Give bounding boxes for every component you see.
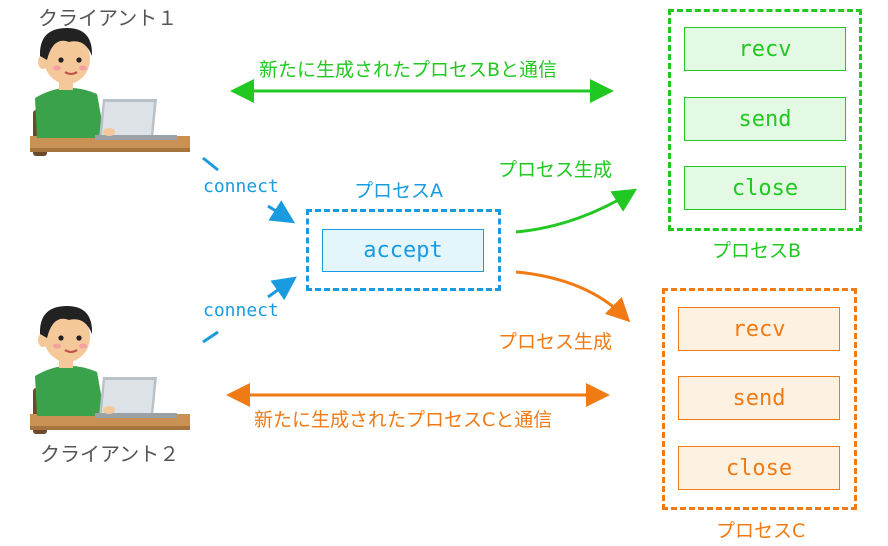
accept-call-box: accept (322, 229, 484, 272)
comm-c-label: 新たに生成されたプロセスCと通信 (254, 409, 553, 431)
connect-arrow-top-head (267, 200, 296, 224)
process-c-recv-box: recv (678, 307, 840, 351)
process-b-send-box: send (684, 97, 846, 141)
process-a-frame (306, 209, 501, 291)
process-c-frame (662, 288, 857, 510)
client-2-illustration (30, 306, 190, 434)
connect-top-label: connect (203, 176, 279, 197)
process-b-frame (668, 9, 862, 231)
spawn-arrow-c (515, 270, 631, 323)
connect-arrow-bottom-head (267, 276, 297, 301)
connect-arrow-bottom-tail (202, 330, 219, 344)
spawn-arrow-b (515, 188, 638, 234)
process-c-send-box: send (678, 376, 840, 420)
process-c-title: プロセスC (716, 520, 806, 542)
process-b-title: プロセスB (712, 240, 802, 262)
spawn-c-label: プロセス生成 (498, 331, 613, 353)
process-b-recv-box: recv (684, 27, 846, 71)
comm-b-label: 新たに生成されたプロセスBと通信 (259, 59, 558, 81)
connect-bottom-label: connect (203, 300, 279, 321)
client-1-label: クライアント１ (38, 6, 178, 30)
spawn-b-label: プロセス生成 (498, 159, 613, 181)
process-b-close-box: close (684, 166, 846, 210)
process-a-title: プロセスA (354, 180, 443, 202)
client-1-illustration (30, 28, 190, 156)
connect-arrow-top-tail (202, 156, 219, 172)
process-c-close-box: close (678, 446, 840, 490)
client-2-label: クライアント２ (40, 442, 180, 466)
